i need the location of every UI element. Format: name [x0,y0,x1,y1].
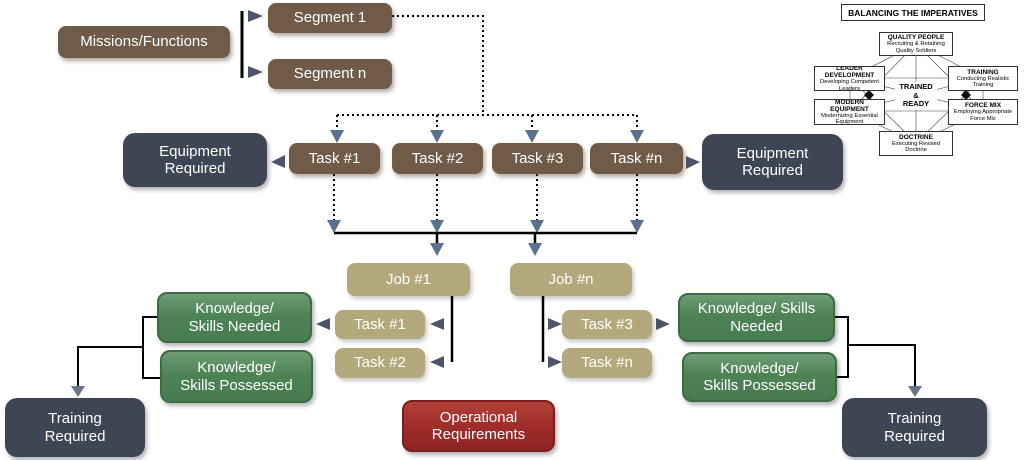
job1-task-1-label: Task #1 [354,315,406,333]
center-line2: & [913,90,919,100]
ks-needed-right-line1: Knowledge/ Skills [697,300,816,318]
training-right-line1: Training [887,410,942,428]
imperatives-node-training: TRAINING Conducting Realistic Training [948,66,1018,91]
ks-possessed-left-line2: Skills Possessed [180,376,293,394]
modern-equipment-title: MODERN EQUIPMENT [830,99,869,113]
equipment-right-line1: Equipment [736,144,809,162]
tasks-to-jobs-dotted [333,174,638,220]
segment-n-label: Segment n [293,65,367,83]
jobn-task-3-label: Task #3 [581,315,633,333]
equipment-required-left-box: Equipment Required [123,133,267,187]
equipment-required-right-box: Equipment Required [702,134,843,190]
training-right-line2: Required [884,427,945,445]
ks-possessed-left-line1: Knowledge/ [197,359,276,377]
jobn-task-arrowheads [548,318,670,368]
task-3-label: Task #3 [511,149,564,167]
jobn-task-3-box: Task #3 [562,310,652,339]
job1-task-2-label: Task #2 [354,354,406,372]
job-n-label: Job #n [548,270,594,288]
segment-arrowheads [248,10,263,78]
task-n-label: Task #n [610,149,663,167]
training-left-line1: Training [48,410,102,428]
job-1-label: Job #1 [385,270,432,288]
jobn-task-n-label: Task #n [581,354,633,372]
task-1-label: Task #1 [308,149,361,167]
left-bracket [77,316,160,386]
training-node-title: TRAINING [967,68,999,76]
center-line1: TRAINED [899,82,933,92]
force-mix-title: FORCE MIX [964,102,1002,110]
imperatives-title: BALANCING THE IMPERATIVES [841,4,985,21]
missions-functions-box: Missions/Functions [58,26,230,58]
task-n-box: Task #n [590,143,683,174]
job-arrowheads [430,243,542,256]
force-mix-sub: Employing Appropriate Force Mix [953,109,1013,122]
collector-arrowheads [327,220,644,233]
leader-development-sub: Developing Competent Leaders [820,79,879,91]
quality-people-sub: Recruiting & Retaining Quality Soldiers [887,41,945,54]
right-bracket [835,316,916,386]
task-top-arrowheads [330,130,644,143]
knowledge-skills-possessed-left-box: Knowledge/ Skills Possessed [160,350,313,403]
task-1-box: Task #1 [289,143,380,174]
knowledge-skills-needed-right-box: Knowledge/ Skills Needed [678,293,835,342]
training-required-right-box: Training Required [842,398,987,457]
job1-task-2-box: Task #2 [335,348,425,378]
left-training-arrowhead [71,386,85,397]
quality-people-title: QUALITY PEOPLE [887,34,945,42]
imperatives-node-leader-development: LEADER DEVELOPMENT Developing Competent … [814,66,885,91]
equipment-right-line2: Required [742,162,803,179]
segment-to-tasks-dotted [336,15,638,130]
left-converge-diamond [864,90,874,100]
doctrine-title: DOCTRINE [899,133,933,141]
ks-needed-right-line2: Needed [730,317,783,335]
segment-1-label: Segment 1 [293,9,367,27]
imperatives-node-modern-equipment: MODERN EQUIPMENT Modernizing Essential E… [814,99,885,125]
ks-possessed-right-line2: Skills Possessed [703,377,816,394]
center-line3: READY [902,99,930,109]
knowledge-skills-possessed-right-box: Knowledge/ Skills Possessed [682,352,837,402]
task-3-box: Task #3 [492,143,583,174]
operational-line1: Operational [439,408,518,426]
right-converge-diamond [961,90,971,100]
equipment-arrowheads [271,155,700,169]
missions-functions-label: Missions/Functions [80,33,208,51]
ks-needed-left-line2: Skills Needed [188,317,281,335]
ks-possessed-right-line1: Knowledge/ [720,359,799,377]
training-node-sub: Conducting Realistic Training [956,75,1010,88]
job-n-box: Job #n [510,263,632,296]
job1-task-arrowheads [316,318,444,368]
ks-needed-left-line1: Knowledge/ [195,300,274,318]
job1-task-1-box: Task #1 [335,310,425,339]
equipment-left-line2: Required [164,160,226,177]
operational-line2: Requirements [431,426,526,443]
trained-ready-center-label: TRAINED & READY [895,82,937,110]
operational-requirements-box: Operational Requirements [402,400,555,452]
doctrine-sub: Executing Revised Doctrine [891,140,940,153]
modern-equipment-sub: Modernizing Essential Equipment [821,112,878,125]
job-1-box: Job #1 [347,263,470,296]
imperatives-node-quality-people: QUALITY PEOPLE Recruiting & Retaining Qu… [879,32,953,56]
training-left-line2: Required [44,427,106,445]
imperatives-node-doctrine: DOCTRINE Executing Revised Doctrine [879,131,953,156]
segment-n-box: Segment n [268,59,392,89]
knowledge-skills-needed-left-box: Knowledge/ Skills Needed [157,292,312,343]
task-2-box: Task #2 [392,143,483,174]
right-training-arrowhead [908,386,922,397]
segment-1-box: Segment 1 [268,3,392,33]
leader-development-title: LEADER DEVELOPMENT [824,66,875,80]
imperatives-node-force-mix: FORCE MIX Employing Appropriate Force Mi… [948,99,1018,125]
balancing-imperatives-inset: BALANCING THE IMPERATIVES QUALITY PEOPLE… [800,0,1024,160]
jobn-task-n-box: Task #n [562,348,652,378]
task-2-label: Task #2 [411,149,464,167]
equipment-left-line1: Equipment [159,142,231,160]
training-required-left-box: Training Required [5,398,145,457]
